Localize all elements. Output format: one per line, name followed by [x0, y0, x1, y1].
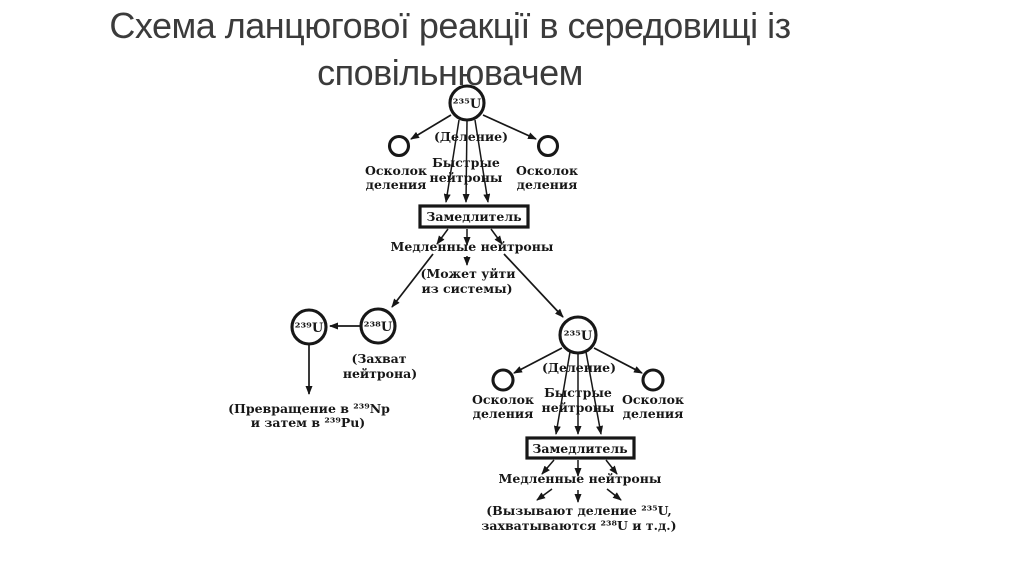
- slow-neutron-arrow-right: [490, 228, 503, 245]
- right-fragment-label-line1: Осколок: [516, 163, 578, 178]
- arrow-u235-to-right-fragment: [482, 114, 537, 140]
- arrow-to-second-fission: [503, 253, 564, 318]
- escape-note-line2: из системы): [421, 281, 512, 296]
- moderator-label-1: Замедлитель: [426, 209, 521, 224]
- u235-top-circle: [448, 84, 486, 122]
- left-fragment-2-label-line1: Осколок: [472, 392, 534, 407]
- result-note-line1: (Вызывают деление ²³⁵U,: [486, 503, 672, 518]
- moderator-box-1: [418, 204, 530, 229]
- u238-circle: [359, 307, 397, 345]
- capture-note-line1: (Захват: [351, 351, 406, 366]
- u239-label: ²³⁹U: [295, 321, 324, 336]
- result-note-line2: захватываются ²³⁸U и т.д.): [481, 518, 676, 533]
- u235-second-label: ²³⁵U: [564, 329, 593, 344]
- moderator-label-2: Замедлитель: [532, 441, 627, 456]
- neutron-line-right: [474, 119, 491, 203]
- slow-neutron-2-arrow-right: [605, 459, 618, 475]
- capture-branch: ²³⁹U ²³⁸U (Захват нейтрона) (Превращение…: [228, 307, 417, 430]
- u235-second-circle: [558, 315, 598, 355]
- slow-neutrons-label-2: Медленные нейтроны: [499, 471, 662, 486]
- right-fragment-circle: [536, 134, 560, 158]
- slide-title: Схема ланцюгової реакції в середовищі із…: [109, 5, 791, 93]
- fast-neutrons-label-line2: нейтроны: [430, 170, 503, 185]
- slow-neutrons-label-1: Медленные нейтроны: [391, 239, 554, 254]
- arrow-to-u238-capture: [391, 253, 434, 308]
- arrow-u235-2-to-right-fragment: [593, 347, 643, 374]
- right-fragment-circle-2: [641, 368, 665, 392]
- fission-label-2: (Деление): [542, 360, 616, 375]
- neutron-line-2-left: [553, 351, 571, 435]
- fast-neutrons-2-label-line1: Быстрые: [544, 385, 612, 400]
- u239-circle: [290, 308, 328, 346]
- neutron-line-2-right: [585, 351, 604, 435]
- arrow-u235-to-left-fragment: [410, 114, 452, 140]
- right-fragment-label-line2: деления: [517, 177, 578, 192]
- left-fragment-circle: [387, 134, 411, 158]
- stage1-first-fission: ²³⁵U (Деление) Быстрые нейтроны Осколок …: [365, 84, 578, 318]
- transformation-note-line2: и затем в ²³⁹Pu): [251, 415, 365, 430]
- slow-neutron-2-arrow-left: [541, 459, 555, 475]
- right-fragment-2-label-line1: Осколок: [622, 392, 684, 407]
- left-fragment-2-label-line2: деления: [473, 406, 534, 421]
- fission-label: (Деление): [434, 129, 508, 144]
- arrow-u235-2-to-left-fragment: [513, 347, 563, 374]
- left-fragment-circle-2: [491, 368, 515, 392]
- result-arrow-left: [536, 488, 553, 501]
- result-arrow-right: [606, 488, 622, 501]
- neutron-line-left: [443, 119, 460, 203]
- moderator-box-2: [525, 436, 636, 460]
- escape-note-line1: (Может уйти: [420, 266, 515, 281]
- capture-note-line2: нейтрона): [343, 366, 417, 381]
- fast-neutrons-2-label-line2: нейтроны: [542, 400, 615, 415]
- left-fragment-label-line1: Осколок: [365, 163, 427, 178]
- transformation-note-line1: (Превращение в ²³⁹Np: [228, 401, 390, 416]
- neutron-line-middle: [462, 120, 470, 203]
- u235-top-label: ²³⁵U: [453, 97, 482, 112]
- fast-neutrons-label-line1: Быстрые: [432, 155, 500, 170]
- stage2-second-fission: ²³⁵U (Деление) Быстрые нейтроны Осколок …: [472, 315, 684, 533]
- u238-label: ²³⁸U: [364, 320, 393, 335]
- slow-neutron-arrow-left: [436, 228, 449, 245]
- right-fragment-2-label-line2: деления: [623, 406, 684, 421]
- left-fragment-label-line2: деления: [366, 177, 427, 192]
